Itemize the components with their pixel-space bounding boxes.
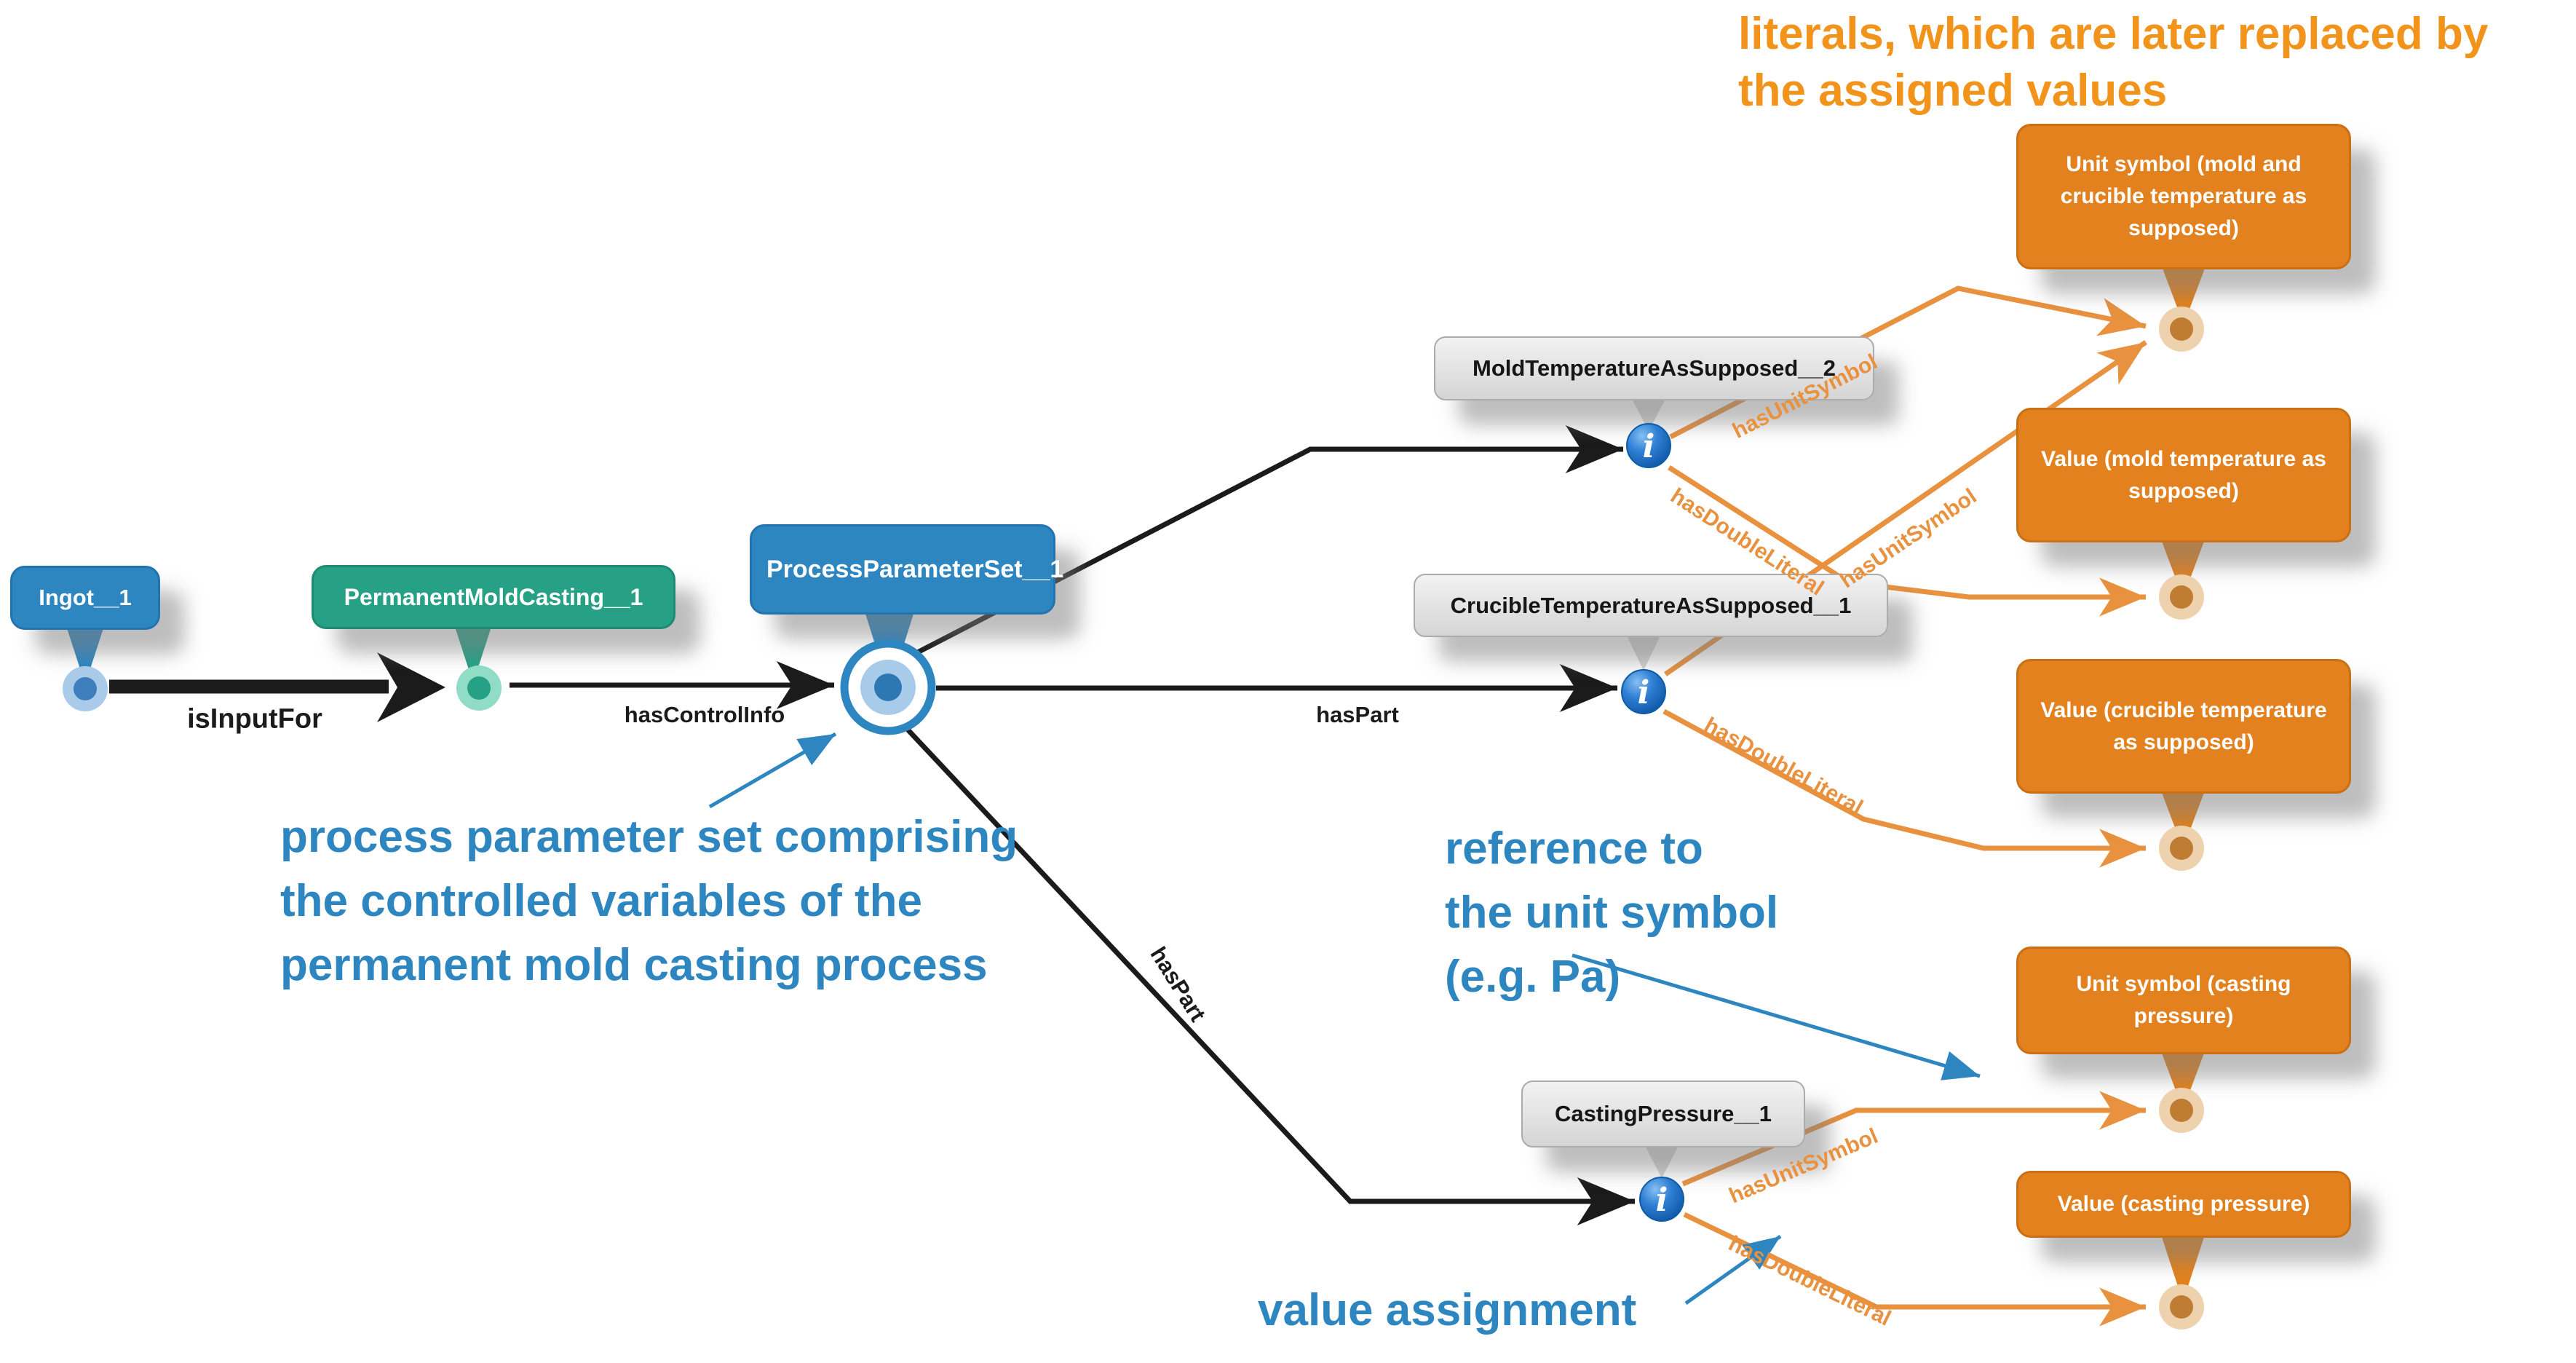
crucible-info-icon[interactable]: i [1621, 669, 1666, 714]
literal-dot-value-casting[interactable] [2159, 1284, 2204, 1330]
node-value-crucible-label: Value (crucible temperature as supposed) [2040, 698, 2327, 754]
literal-dot-unit-casting[interactable] [2159, 1088, 2204, 1133]
node-casting-label: CastingPressure__1 [1554, 1101, 1772, 1126]
edge-haspart-casting [905, 727, 1635, 1225]
node-value-casting[interactable]: Value (casting pressure) [2016, 1171, 2351, 1238]
edge-isinputfor [109, 652, 445, 722]
node-value-crucible[interactable]: Value (crucible temperature as supposed) [2016, 659, 2351, 794]
annotation-value-assignment: value assignment [1258, 1285, 1637, 1335]
node-crucible[interactable]: CrucibleTemperatureAsSupposed__1 [1414, 574, 1888, 637]
svg-text:i: i [1638, 674, 1650, 711]
edge-label-haspart-top: hasPart [1316, 702, 1399, 727]
node-crucible-label: CrucibleTemperatureAsSupposed__1 [1450, 592, 1852, 618]
pps-target-circle[interactable] [840, 639, 936, 735]
node-mold[interactable]: MoldTemperatureAsSupposed__2 [1434, 336, 1874, 400]
node-ingot-label: Ingot__1 [39, 585, 132, 610]
svg-text:i: i [1643, 428, 1655, 465]
node-pps-label: ProcessParameterSet__1 [766, 555, 1064, 583]
ingot-anchor-dot[interactable] [63, 666, 108, 711]
edge-crucible-hasdoubleliteral [1662, 708, 2146, 868]
annotation-arrow-to-circle [708, 732, 837, 809]
edge-mold-hasdoubleliteral [1668, 465, 2146, 617]
node-pmc[interactable]: PermanentMoldCasting__1 [312, 565, 675, 629]
node-crucible-pointer [1626, 634, 1661, 671]
annotation-arrow-value-assignment [1684, 1234, 1782, 1305]
mold-info-icon[interactable]: i [1626, 423, 1671, 468]
node-unit-casting[interactable]: Unit symbol (casting pressure) [2016, 947, 2351, 1054]
annotation-process-parameter-set: process parameter set comprising the con… [280, 812, 1018, 990]
node-value-mold-label: Value (mold temperature as supposed) [2041, 446, 2326, 503]
literal-dot-value-mold[interactable] [2159, 574, 2204, 620]
annotation-literals-heading: literals, which are later replaced by th… [1738, 9, 2489, 116]
literal-dot-value-crucible[interactable] [2159, 826, 2204, 871]
node-mold-label: MoldTemperatureAsSupposed__2 [1473, 355, 1836, 381]
node-unit-mold-crucible[interactable]: Unit symbol (mold and crucible temperatu… [2016, 124, 2351, 269]
svg-text:i: i [1656, 1182, 1668, 1219]
annotation-arrow-to-unitsymbol [1572, 953, 1981, 1080]
edge-label-hascontrolinfo: hasControlInfo [624, 702, 785, 727]
node-value-casting-label: Value (casting pressure) [2057, 1192, 2310, 1216]
node-pmc-label: PermanentMoldCasting__1 [344, 583, 643, 610]
node-casting-pointer [1644, 1145, 1679, 1178]
pmc-anchor-dot[interactable] [456, 665, 502, 711]
node-unit-casting-label: Unit symbol (casting pressure) [2076, 972, 2291, 1028]
annotation-unit-symbol-reference: reference to the unit symbol (e.g. Pa) [1445, 823, 1779, 1002]
node-value-mold[interactable]: Value (mold temperature as supposed) [2016, 408, 2351, 542]
edge-label-isinputfor: isInputFor [187, 703, 322, 735]
casting-info-icon[interactable]: i [1639, 1177, 1684, 1222]
edge-casting-hasunitsymbol [1681, 1091, 2146, 1187]
literal-dot-unit-mold-crucible[interactable] [2159, 307, 2204, 352]
node-casting[interactable]: CastingPressure__1 [1521, 1080, 1805, 1147]
node-pps[interactable]: ProcessParameterSet__1 [750, 524, 1064, 615]
node-ingot[interactable]: Ingot__1 [10, 566, 160, 630]
node-unit-mold-crucible-label: Unit symbol (mold and crucible temperatu… [2060, 152, 2307, 240]
